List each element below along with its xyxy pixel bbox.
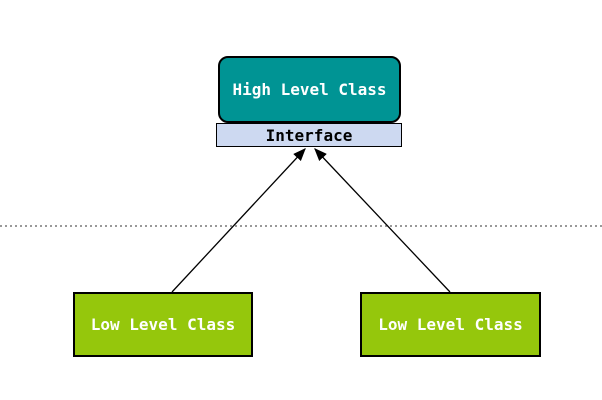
high-level-class-box: High Level Class — [218, 56, 401, 123]
low-level-class-right-label: Low Level Class — [378, 315, 523, 334]
low-level-class-right-box: Low Level Class — [360, 292, 541, 357]
interface-box: Interface — [216, 123, 402, 147]
interface-label: Interface — [265, 125, 353, 145]
dependency-arrow-left — [171, 148, 306, 293]
dependency-arrow-right — [314, 148, 451, 293]
high-level-class-label: High Level Class — [232, 80, 387, 99]
low-level-class-left-box: Low Level Class — [73, 292, 253, 357]
low-level-class-left-label: Low Level Class — [90, 315, 236, 334]
